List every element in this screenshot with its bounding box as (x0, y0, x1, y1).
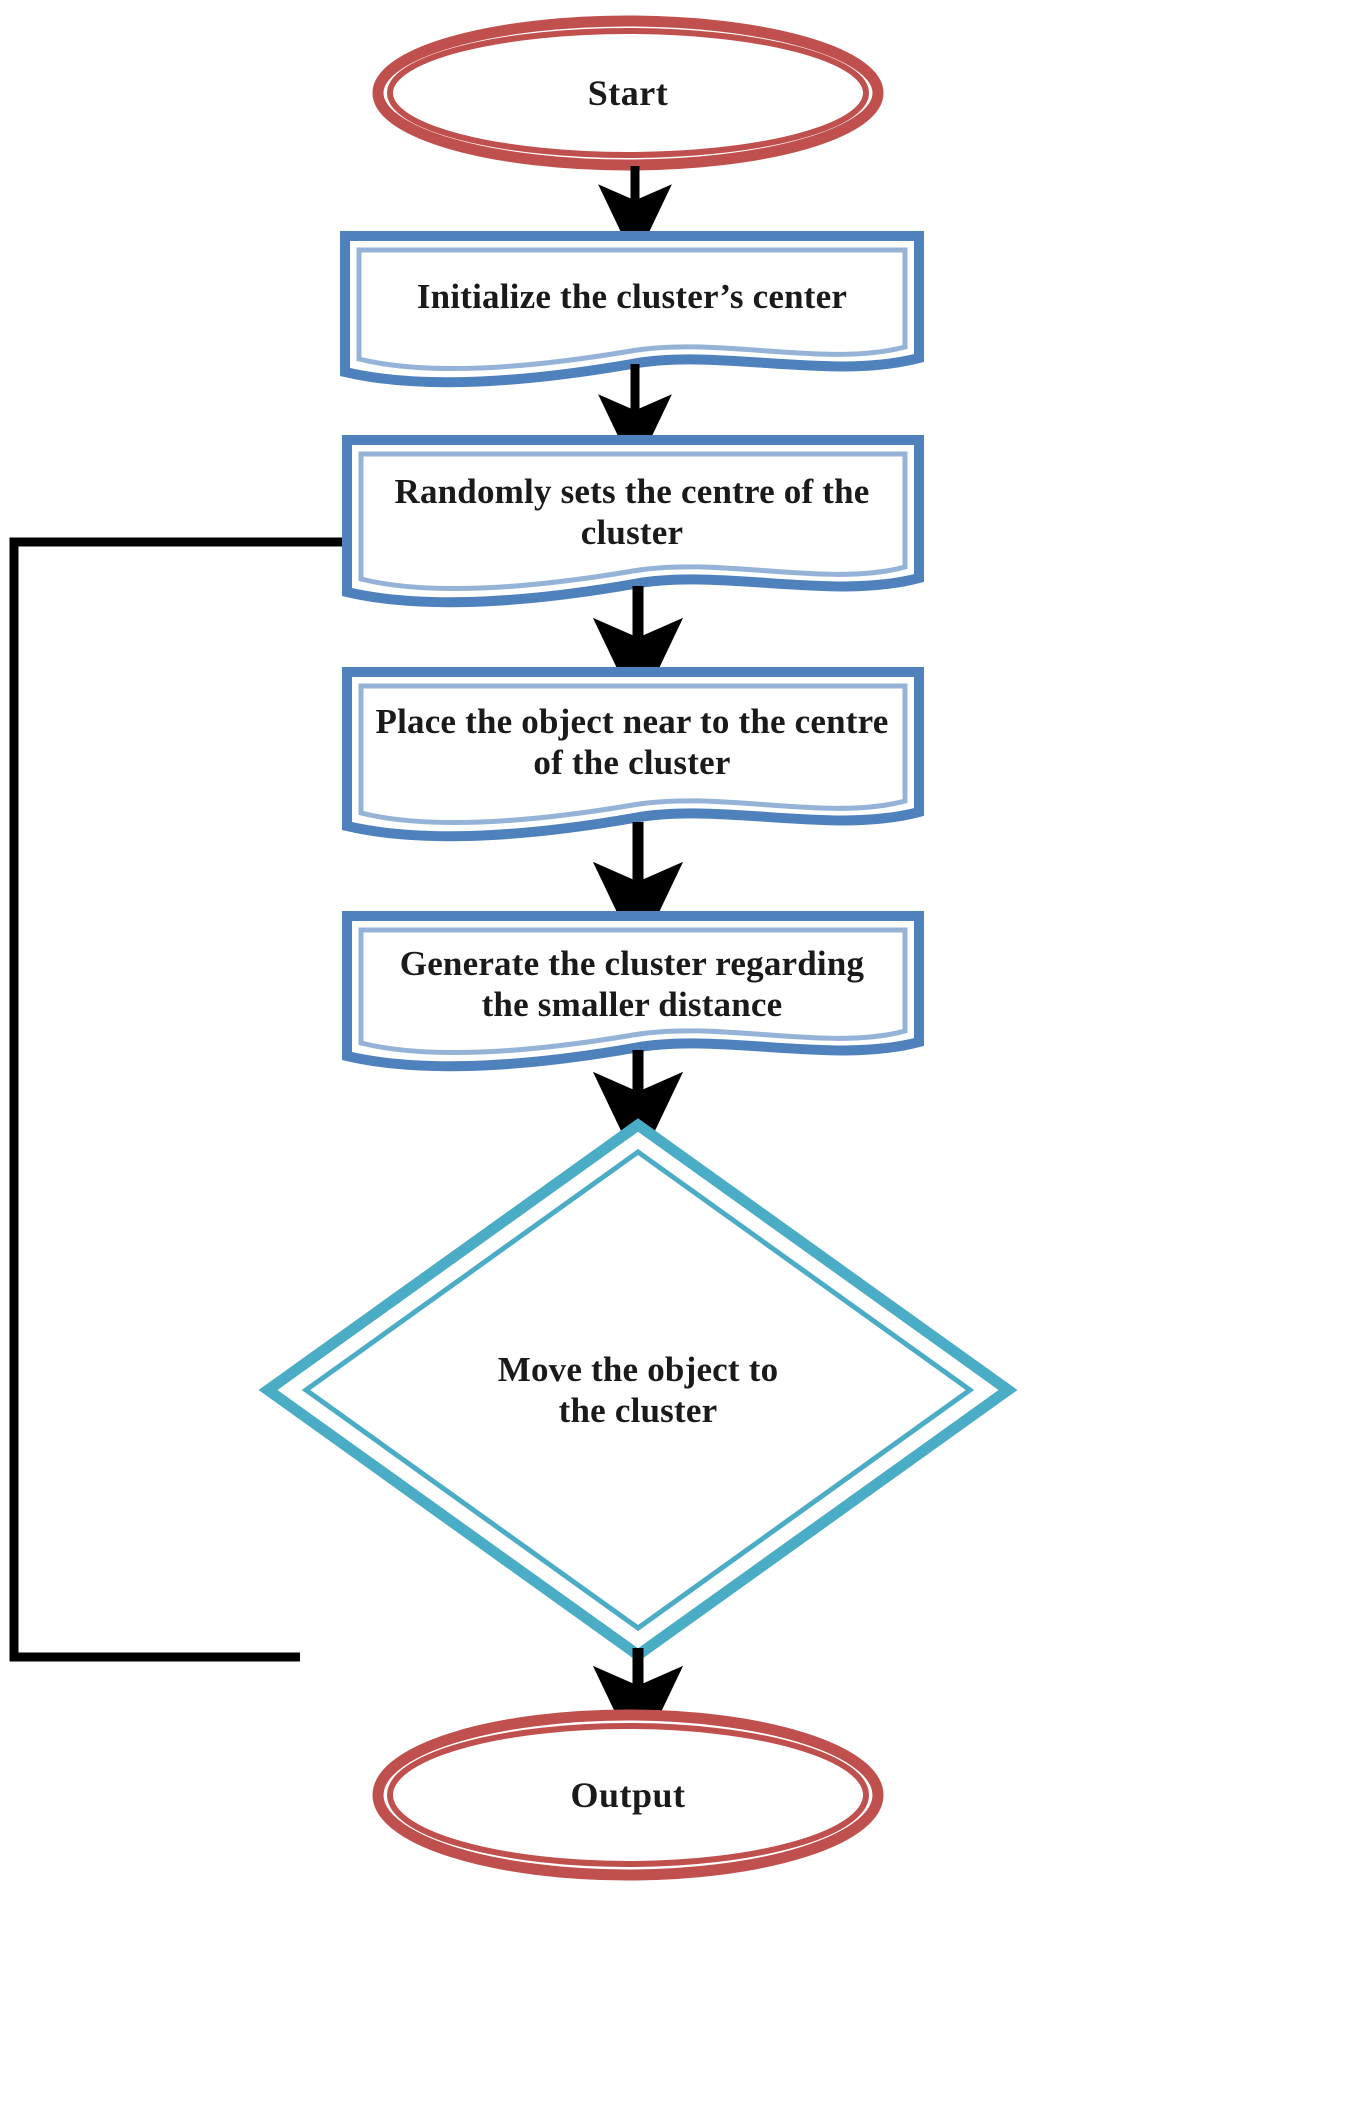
node-randomly-sets[interactable] (342, 435, 924, 608)
initialize-node-hitarea[interactable] (345, 236, 920, 386)
start-node-hitarea[interactable] (378, 21, 878, 166)
node-output[interactable] (372, 1709, 884, 1881)
place-object-node-hitarea[interactable] (347, 672, 920, 837)
node-initialize[interactable] (340, 231, 924, 388)
node-generate-cluster[interactable] (342, 911, 924, 1072)
move-object-decision-hitarea[interactable] (268, 1125, 1008, 1655)
generate-cluster-node-hitarea[interactable] (347, 916, 920, 1068)
randomly-sets-node-hitarea[interactable] (347, 440, 920, 605)
node-place-object[interactable] (342, 667, 924, 842)
output-node-hitarea[interactable] (378, 1713, 878, 1878)
edge-feedback-loop (9, 505, 650, 1662)
node-start[interactable] (372, 15, 884, 171)
